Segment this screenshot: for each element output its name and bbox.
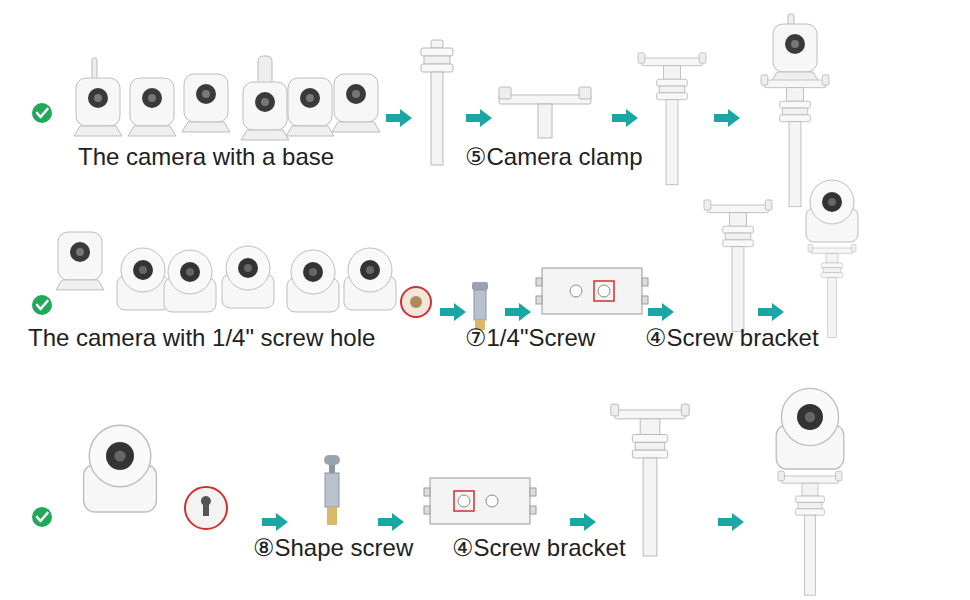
flow-arrows [262, 109, 784, 531]
part-caption: The camera with a base [78, 143, 334, 171]
part-caption: ⑤Camera clamp [465, 143, 643, 171]
part-caption: ⑧Shape screw [253, 534, 413, 562]
part-caption: The camera with 1/4" screw hole [28, 324, 375, 352]
check-marks [32, 103, 52, 527]
part-caption: ④Screw bracket [452, 534, 626, 562]
row-1-figures [74, 14, 829, 207]
row-2-figures [56, 180, 858, 337]
part-caption: ⑦1/4"Screw [465, 324, 595, 352]
part-caption: ④Screw bracket [645, 324, 819, 352]
row-3-figures [84, 388, 844, 595]
